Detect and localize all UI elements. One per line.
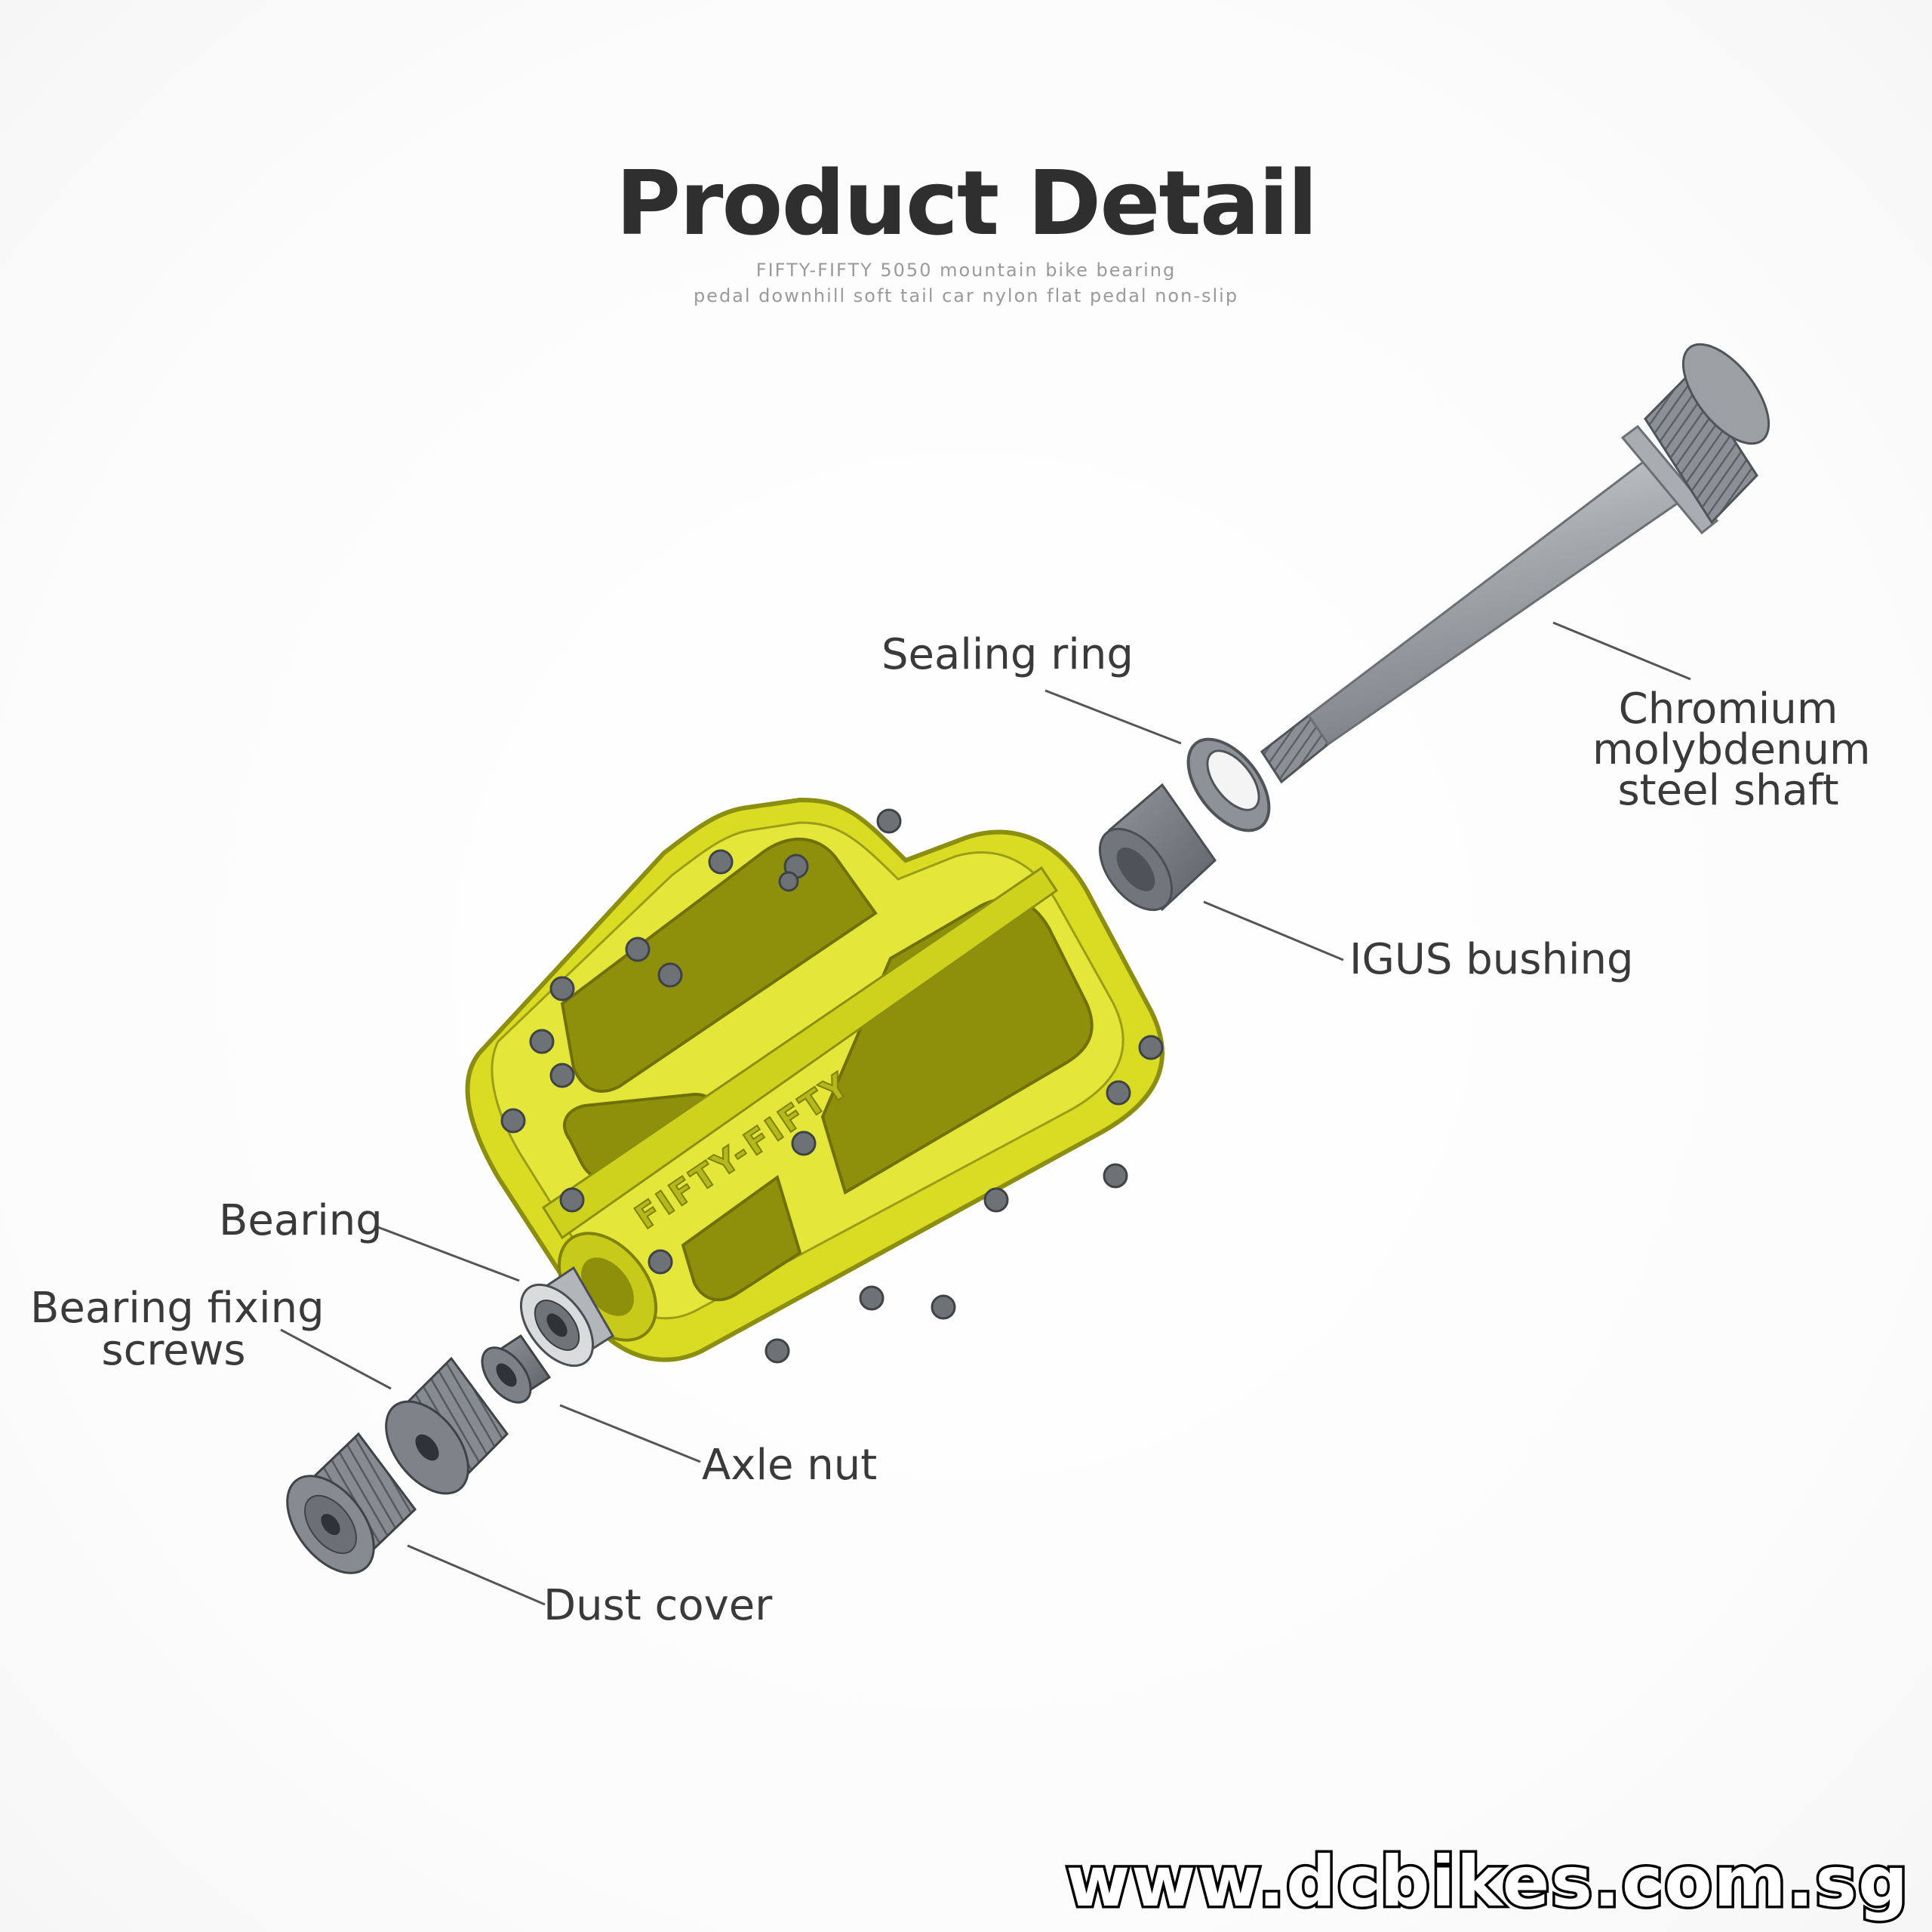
subtitle-line-1: FIFTY-FIFTY 5050 mountain bike bearing [755, 260, 1177, 281]
label-fixing-screws-line-2: screws [101, 1326, 246, 1375]
steel-shaft [1260, 343, 1770, 784]
label-shaft-line-1: Chromium [1618, 685, 1838, 734]
leader-fixing-screws [280, 1328, 392, 1390]
pedal-opening-bottom [681, 1174, 802, 1302]
label-fixing-screws-line-1: Bearing fixing [30, 1284, 325, 1333]
axle-nut [481, 1334, 552, 1404]
leader-sealing-ring [1044, 689, 1182, 745]
dust-cover [286, 1432, 417, 1574]
igus-bushing [1098, 783, 1217, 912]
leader-shaft [1552, 621, 1691, 681]
leader-dust-cover [407, 1544, 546, 1606]
bearing [519, 1266, 615, 1367]
leader-axle-nut [559, 1404, 701, 1463]
label-shaft-line-2: molybdenum [1592, 725, 1871, 774]
page-title: Product Detail [615, 151, 1318, 255]
label-igus-bushing: IGUS bushing [1349, 935, 1634, 984]
pedal-pins [500, 808, 1164, 1364]
leader-bearing [375, 1225, 520, 1282]
shaft-knurled-end [1644, 343, 1770, 525]
label-axle-nut: Axle nut [702, 1441, 878, 1490]
shaft-collar [1620, 424, 1719, 535]
leader-igus-bushing [1203, 900, 1344, 961]
bearing-fixing-screws [385, 1356, 509, 1495]
label-sealing-ring: Sealing ring [881, 630, 1134, 679]
label-bearing: Bearing [219, 1196, 383, 1245]
label-dust-cover: Dust cover [543, 1581, 773, 1630]
website-watermark: www.dcbikes.com.sg [1063, 1839, 1911, 1925]
leader-lines [280, 621, 1691, 1606]
sealing-ring [1186, 737, 1271, 832]
pedal-opening-top [560, 837, 878, 1093]
subtitle-line-2: pedal downhill soft tail car nylon flat … [693, 285, 1239, 306]
label-shaft-line-3: steel shaft [1617, 766, 1839, 815]
pedal-body: FIFTY-FIFTY [465, 797, 1164, 1364]
pedal-center-rib [541, 866, 1059, 1240]
